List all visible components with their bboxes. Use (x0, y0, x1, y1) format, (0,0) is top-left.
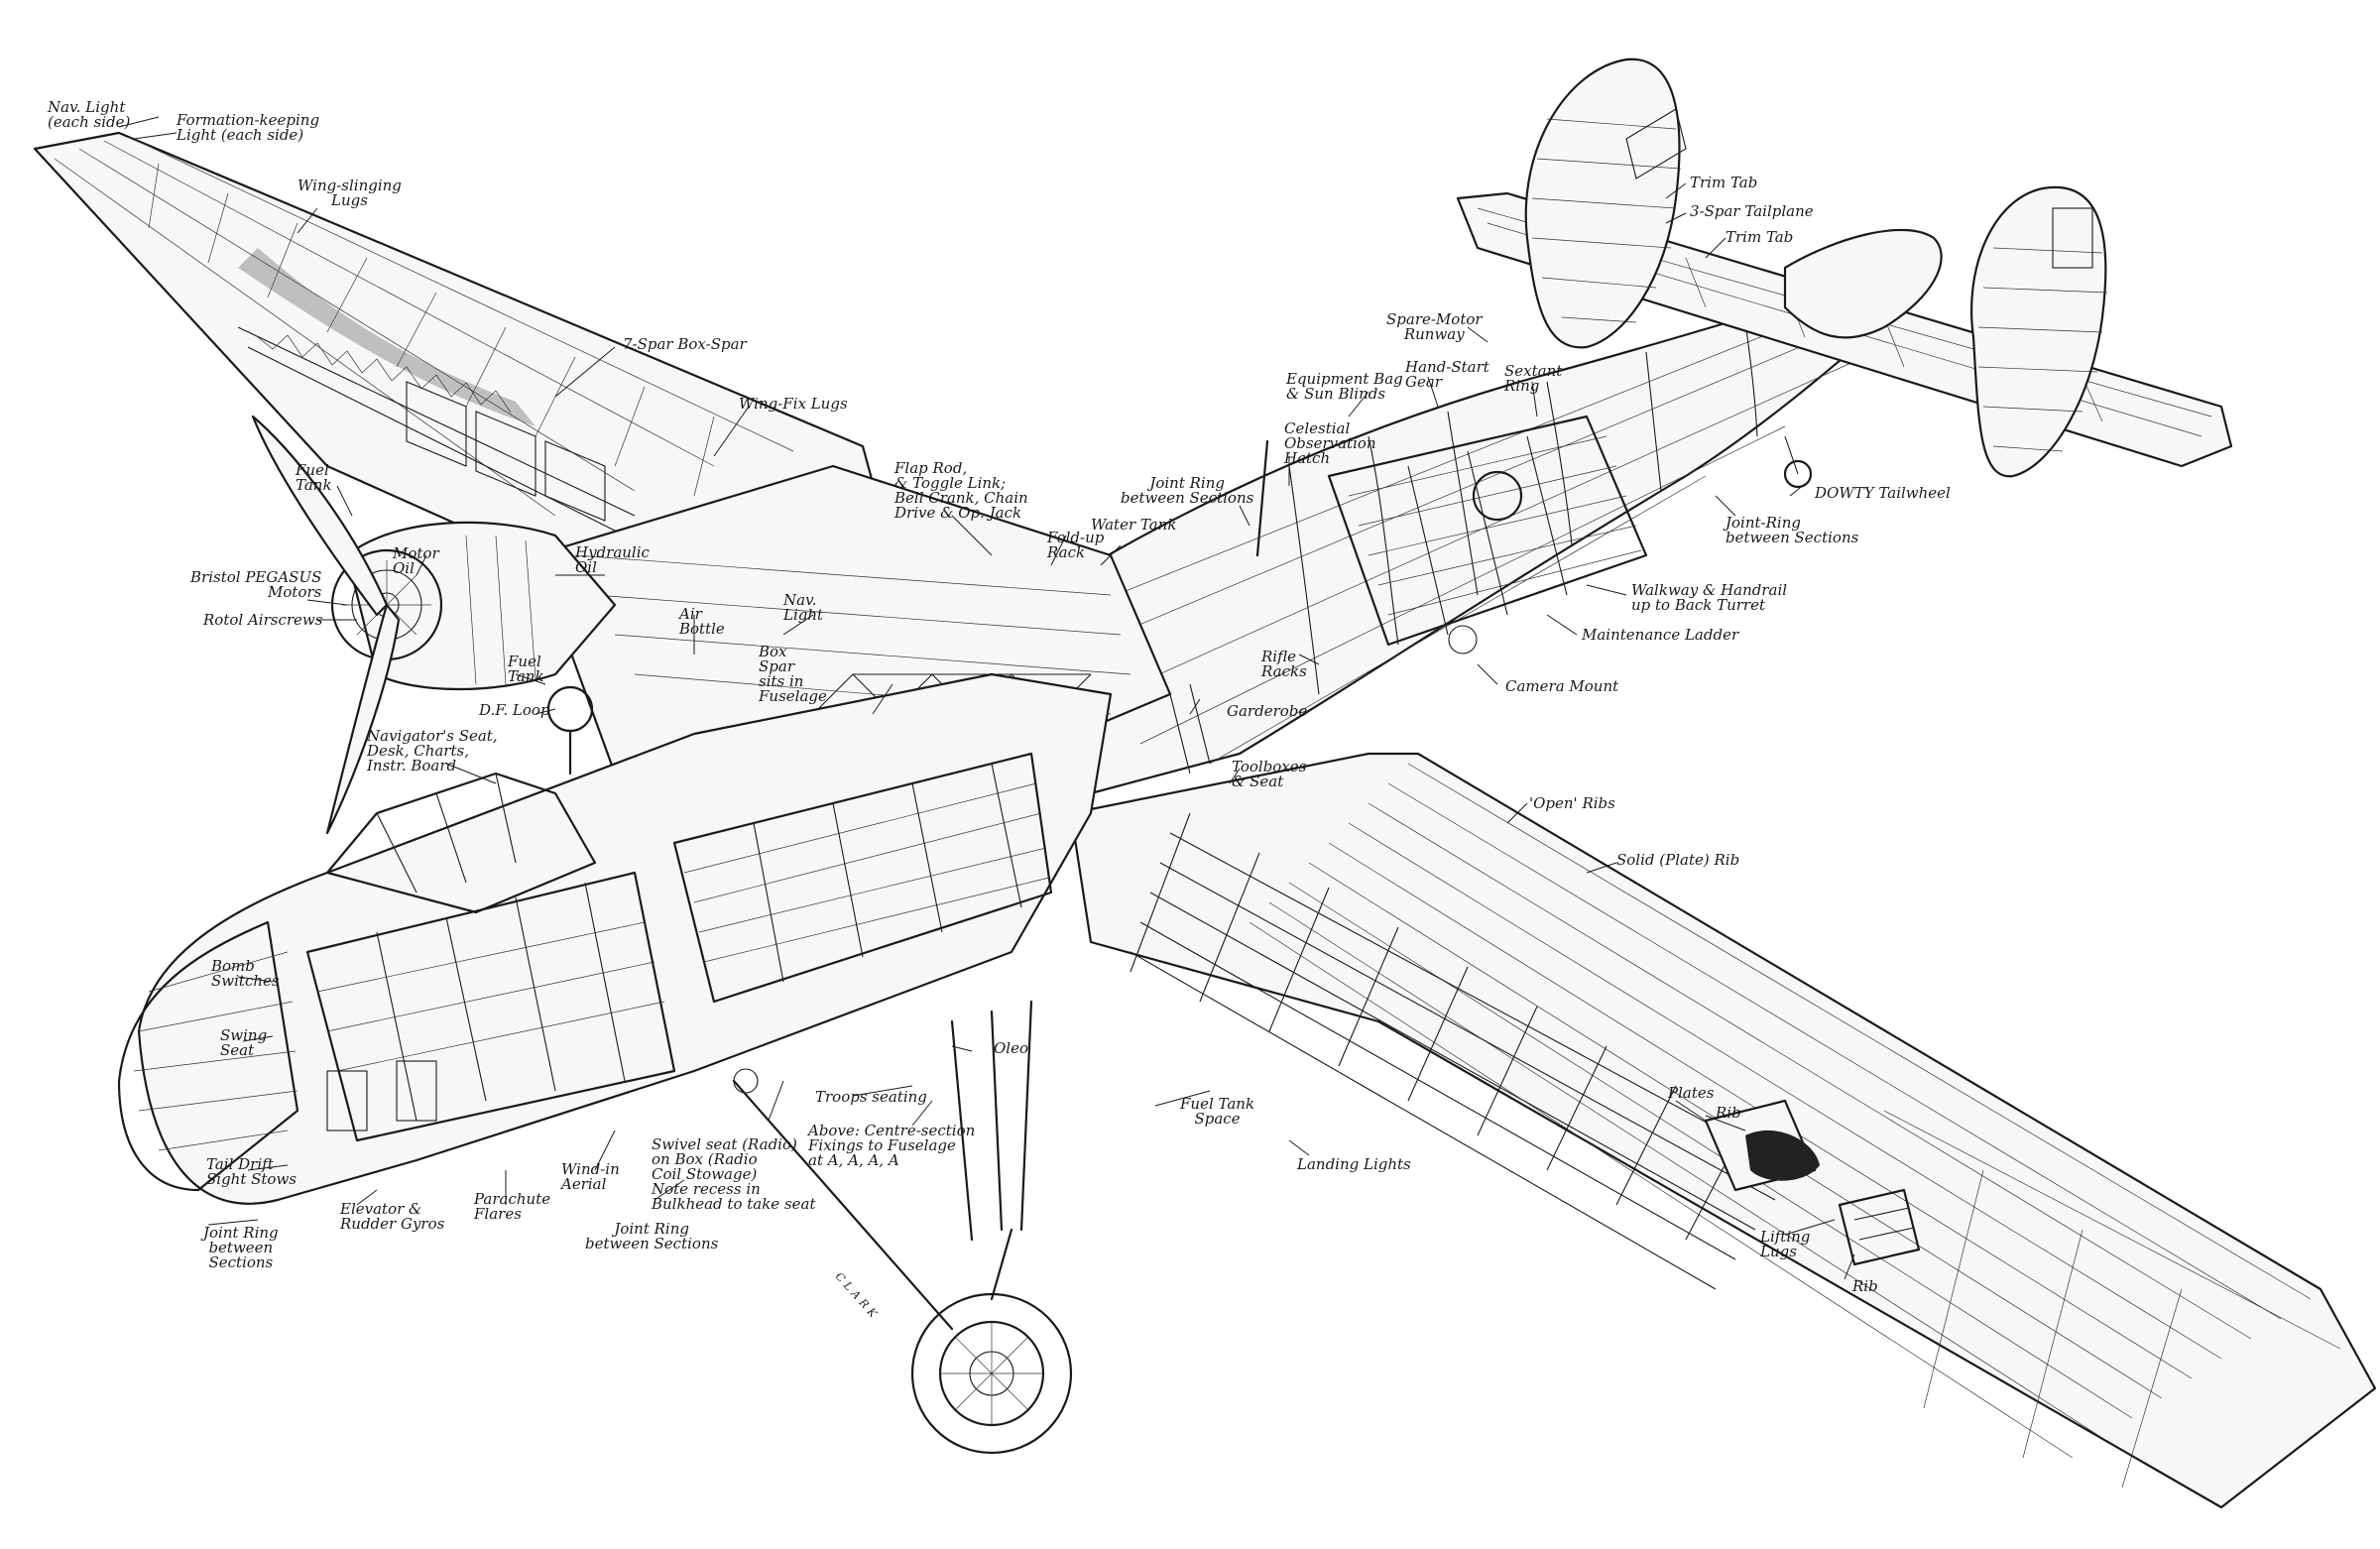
label-sextant-ring: Sextant Ring (1504, 362, 1563, 395)
label-fuel-tank-space: Fuel Tank Space (1180, 1095, 1255, 1128)
label-air-bottle: Air Bottle (679, 605, 725, 638)
label-toolboxes: Toolboxes & Seat (1232, 758, 1307, 790)
main-undercarriage (732, 1000, 1073, 1455)
label-formation-light: Formation-keeping Light (each side) (177, 111, 320, 144)
label-bristol-pegasus: Bristol PEGASUS Motors (190, 568, 322, 601)
label-maintenance-ladder: Maintenance Ladder (1582, 626, 1739, 644)
label-three-spar-tailplane: 3-Spar Tailplane (1690, 202, 1814, 220)
label-hydraulic-oil: Hydraulic Oil (575, 543, 650, 576)
label-parachute-flares: Parachute Flares (474, 1190, 551, 1223)
label-seven-spar-box-spar: 7-Spar Box-Spar (623, 335, 747, 353)
label-troops-seating: Troops seating (815, 1088, 927, 1106)
label-celestial-hatch: Celestial Observation Hatch (1284, 419, 1376, 467)
label-open-ribs: 'Open' Ribs (1529, 794, 1615, 812)
label-joint-ring-floor: Joint Ring between Sections (585, 1220, 719, 1252)
label-camera-mount: Camera Mount (1505, 677, 1619, 695)
label-walkway: Walkway & Handrail up to Back Turret (1631, 581, 1788, 614)
label-wind-in-aerial: Wind-in Aerial (561, 1160, 620, 1193)
label-plates: Plates (1668, 1084, 1715, 1102)
tail-unit (1456, 58, 2233, 489)
label-dowty-tailwheel: DOWTY Tailwheel (1815, 484, 1951, 502)
label-box-spar: Box Spar sits in Fuselage (759, 643, 827, 705)
label-oleo: Oleo (994, 1039, 1029, 1057)
label-swivel-seat: Swivel seat (Radio) on Box (Radio Coil S… (652, 1135, 816, 1213)
label-rotol-airscrews: Rotol Airscrews (203, 611, 323, 629)
label-garderobe: Garderobe (1227, 702, 1308, 720)
label-joint-ring-top: Joint Ring between Sections (1121, 474, 1254, 507)
label-swing-seat: Swing Seat (220, 1026, 268, 1059)
label-nav-light-top: Nav. Light (783, 591, 824, 624)
label-spare-motor-runway: Spare-Motor Runway (1386, 310, 1483, 343)
label-trim-tab-lower: Trim Tab (1726, 228, 1794, 246)
label-joint-ring-tail: Joint-Ring between Sections (1726, 514, 1859, 546)
label-trim-tab-upper: Trim Tab (1690, 174, 1758, 191)
label-lifting-lugs: Lifting Lugs (1760, 1228, 1811, 1260)
label-motor-oil: Motor Oil (393, 544, 439, 577)
label-elevator-gyros: Elevator & Rudder Gyros (340, 1200, 445, 1233)
label-landing-lights: Landing Lights (1297, 1155, 1411, 1173)
left-wing (33, 131, 894, 557)
label-water-tank: Water Tank (1091, 516, 1177, 534)
label-df-loop: D.F. Loop (479, 701, 550, 719)
label-wing-slinging-lugs: Wing-slinging Lugs (298, 177, 402, 209)
label-rifle-racks: Rifle Racks (1261, 648, 1307, 680)
label-wing-fix-lugs: Wing-Fix Lugs (739, 395, 848, 413)
label-solid-plate-rib: Solid (Plate) Rib (1616, 851, 1740, 869)
engine-nacelle (251, 415, 617, 835)
label-tail-drift-sight: Tail Drift Sight Stows (206, 1155, 298, 1188)
label-bomb-switches: Bomb Switches (211, 957, 280, 990)
label-rib-lower: Rib (1852, 1277, 1878, 1295)
label-joint-ring-nose: Joint Ring between Sections (203, 1224, 279, 1271)
label-fold-up-rack: Fold-up Rack (1047, 529, 1105, 561)
label-navigators-seat: Navigator's Seat, Desk, Charts, Instr. B… (367, 727, 498, 774)
label-fuel-tank-inner: Fuel Tank (508, 653, 544, 685)
label-nav-light: Nav. Light (each side) (48, 98, 131, 131)
label-flap-rod: Flap Rod, & Toggle Link; Bell Crank, Cha… (894, 459, 1028, 522)
right-wing (1069, 752, 2377, 1509)
label-above-centre-section: Above: Centre-section Fixings to Fuselag… (808, 1122, 976, 1169)
label-hand-start-gear: Hand-Start Gear (1405, 358, 1489, 391)
label-equipment-bag: Equipment Bag & Sun Blinds (1286, 370, 1403, 403)
label-fuel-tank-outer: Fuel Tank (296, 461, 332, 494)
leader-lines (118, 116, 1855, 1280)
forward-fuselage (117, 464, 1172, 1205)
label-rib-wing: Rib (1716, 1104, 1741, 1122)
